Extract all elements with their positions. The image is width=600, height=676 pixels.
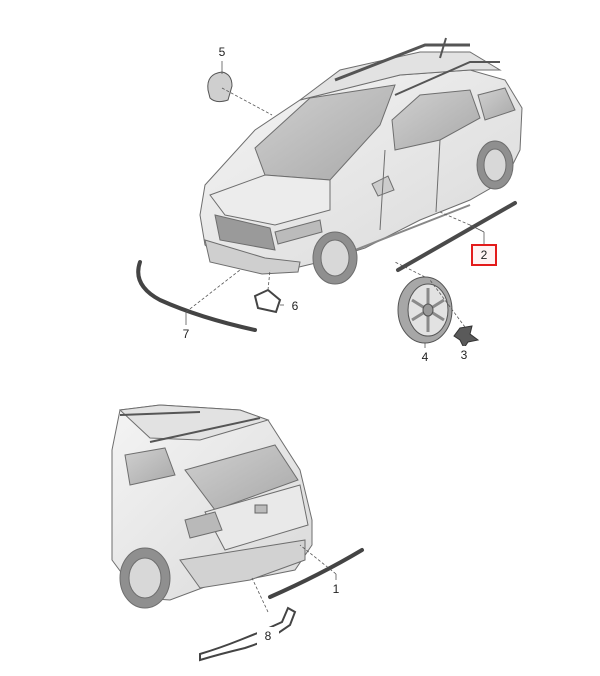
part-6-fog-trim: [253, 288, 282, 314]
part-2-sill-molding: [396, 201, 517, 272]
callout-3: 3: [453, 346, 475, 364]
callout-4: 4: [414, 348, 436, 366]
part-7-front-trim-strip: [136, 260, 257, 332]
part-5-mirror-cap: [207, 71, 233, 103]
callout-7: 7: [175, 325, 197, 343]
part-8-rear-diffuser: [199, 606, 297, 662]
part-3-clip: [453, 325, 480, 349]
callout-5: 5: [211, 43, 233, 61]
callout-1: 1: [325, 580, 347, 598]
callout-6: 6: [284, 297, 306, 315]
front-car-illustration: [199, 37, 523, 285]
callout-8: 8: [257, 627, 279, 645]
callout-2: 2: [471, 244, 497, 266]
part-1-rear-trim-strip: [268, 548, 364, 599]
leader-lines: [185, 60, 485, 640]
rear-car-illustration: [111, 404, 313, 609]
part-4-wheel: [397, 276, 453, 344]
